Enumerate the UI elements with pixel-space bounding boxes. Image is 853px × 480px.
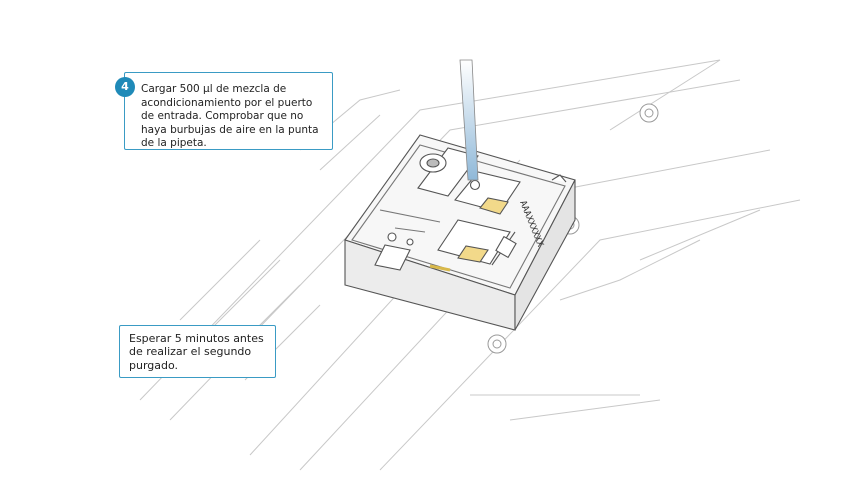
step-instruction-text: Cargar 500 µl de mezcla de acondicionami… — [141, 83, 319, 150]
step-callout: Cargar 500 µl de mezcla de acondicionami… — [124, 72, 333, 150]
step-number-badge: 4 — [115, 77, 135, 97]
flow-cell — [344, 134, 576, 331]
pipette — [459, 59, 479, 181]
device-housing — [139, 59, 801, 471]
wait-note-callout: Esperar 5 minutos antes de realizar el s… — [119, 325, 276, 378]
wait-note-text: Esperar 5 minutos antes de realizar el s… — [129, 332, 264, 372]
